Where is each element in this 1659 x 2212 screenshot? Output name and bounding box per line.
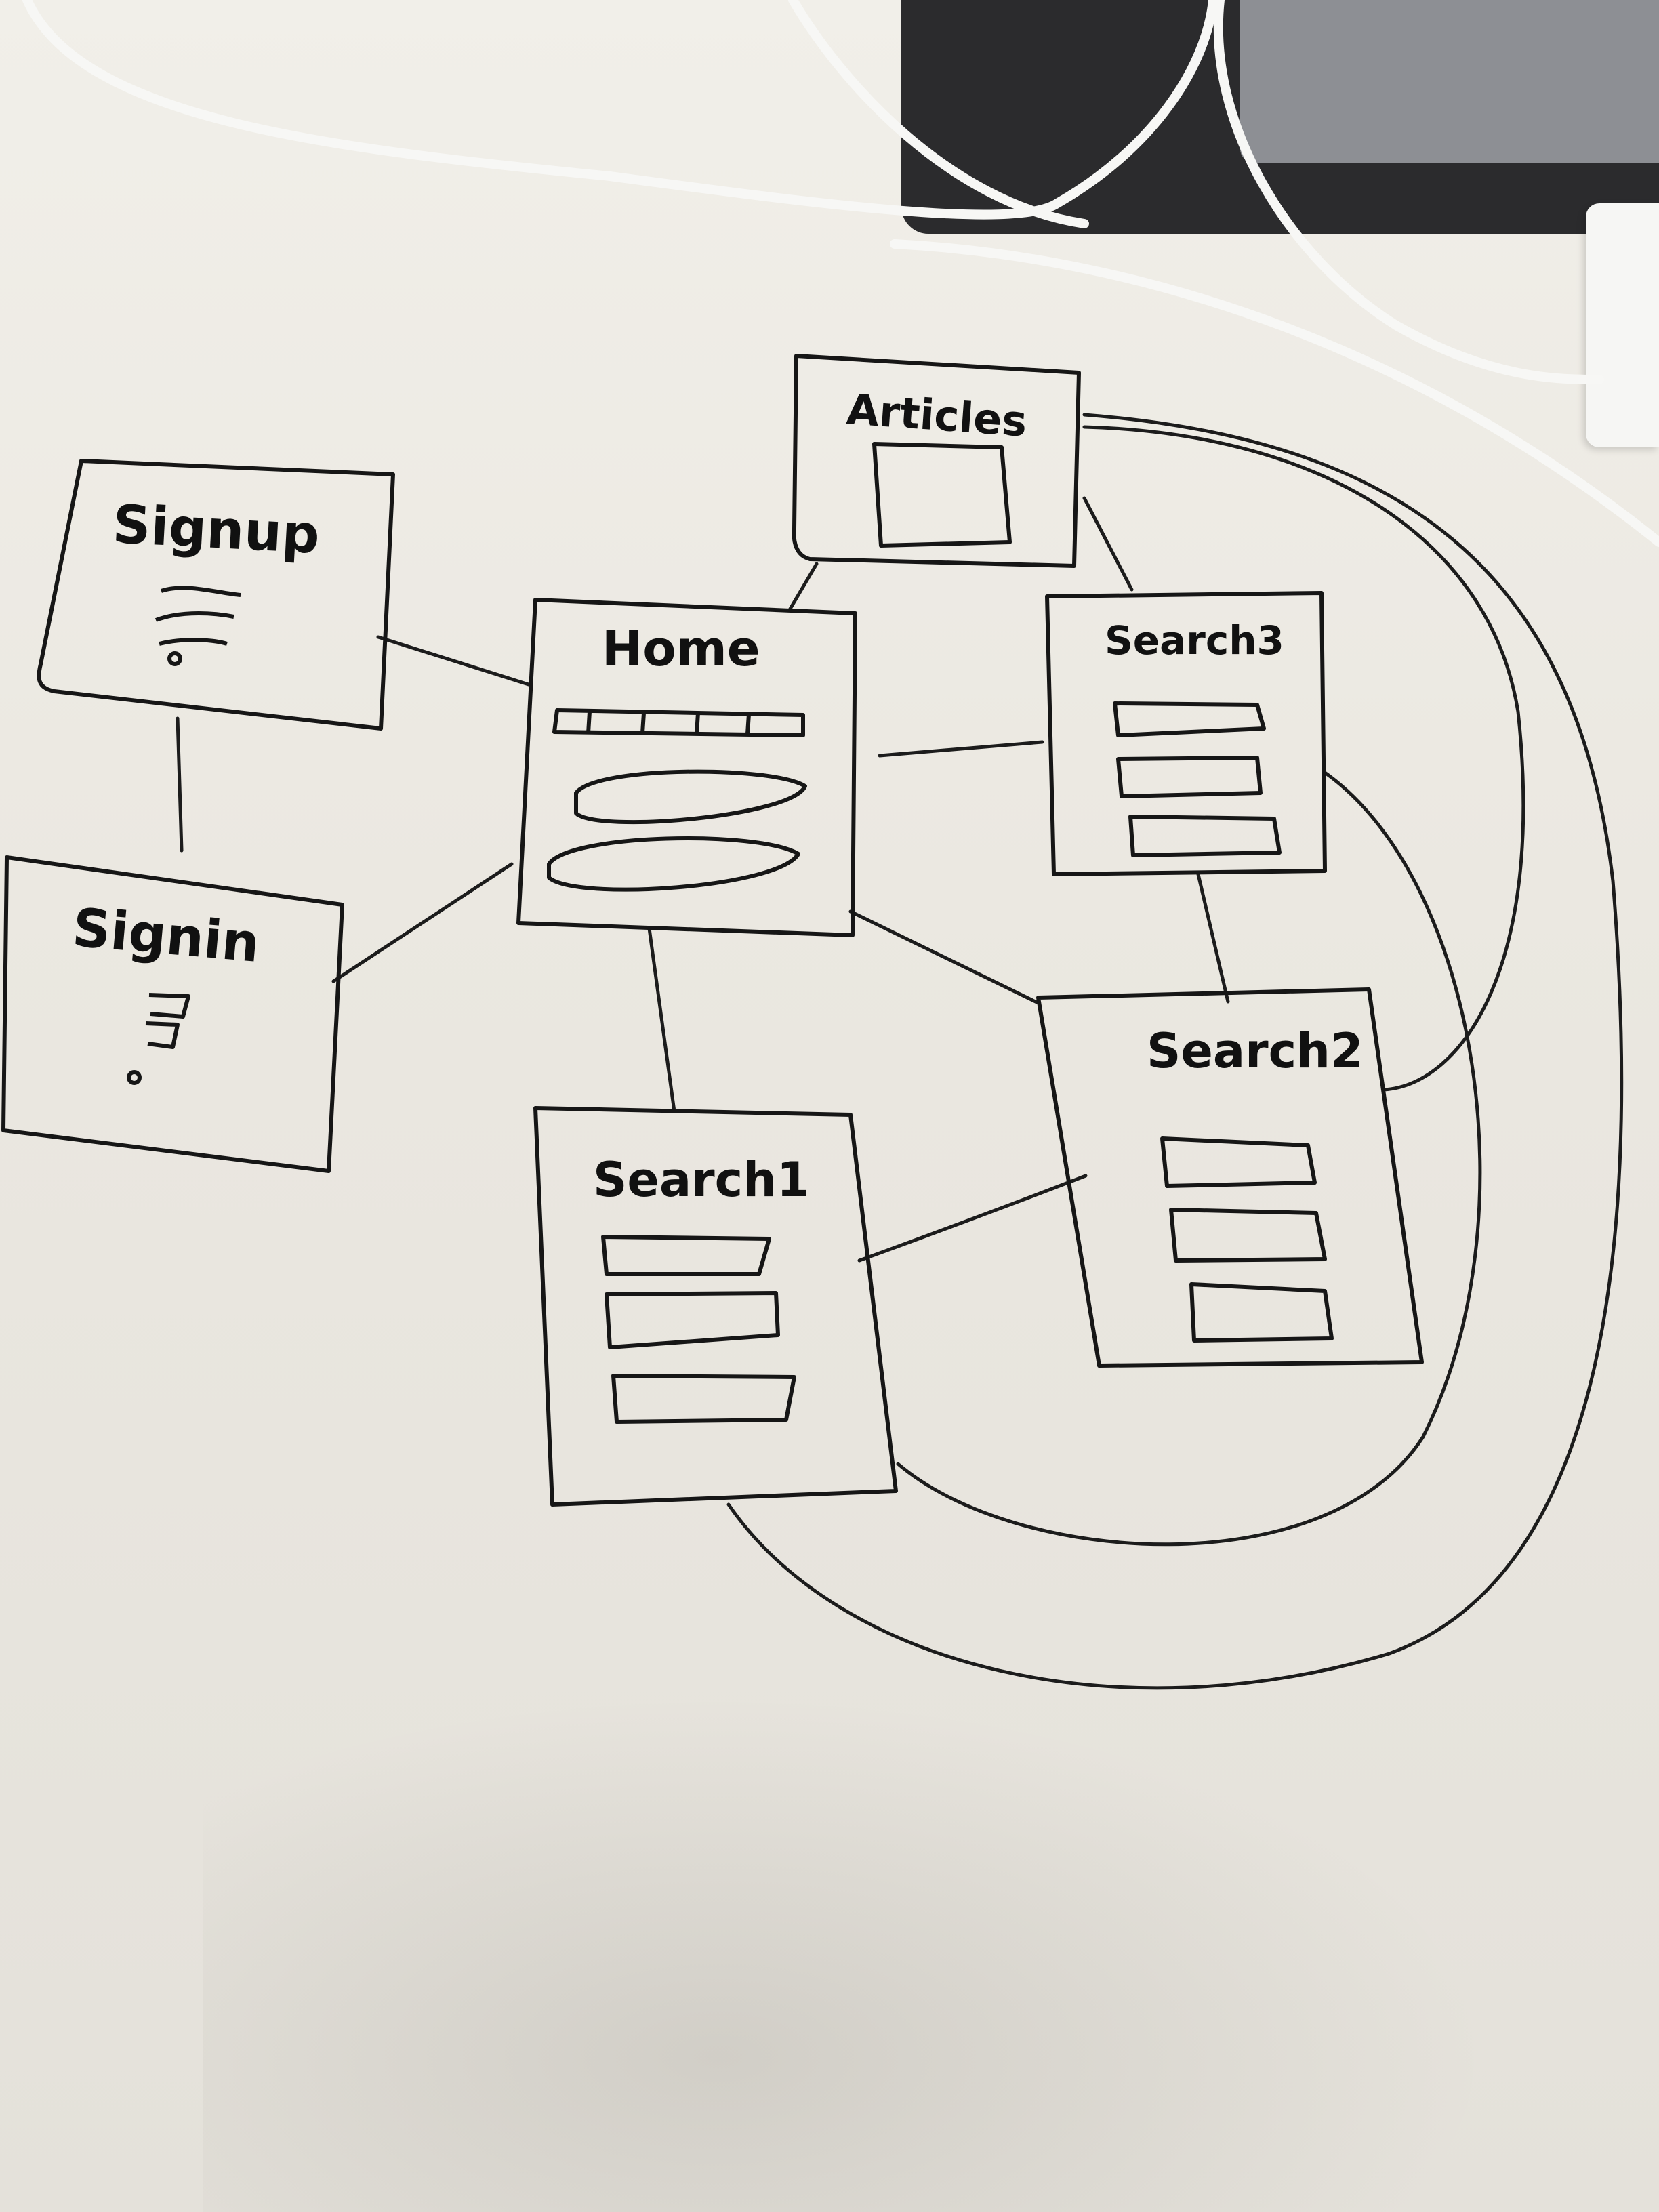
- screen-signup: [37, 459, 395, 731]
- shadow: [203, 1694, 1491, 2212]
- screen-search1: [533, 1106, 898, 1507]
- signin-title: Signin: [70, 897, 262, 975]
- home-card-1: [574, 769, 807, 825]
- screen-signin: [1, 855, 344, 1173]
- home-card-2: [547, 836, 800, 892]
- edge-home-search3: [878, 740, 1044, 758]
- screen-boxes: [1, 354, 1424, 1507]
- screen-articles: [792, 354, 1081, 568]
- screen-search2: [1036, 987, 1424, 1368]
- search3-result-3: [1128, 815, 1282, 857]
- edge-signin-home: [331, 862, 514, 983]
- search2-title: Search2: [1147, 1023, 1364, 1079]
- screen-titles: Articles Signup Signin Home Search3 Sear…: [70, 384, 1363, 1208]
- edge-search2-articles: [1082, 425, 1525, 1092]
- signup-field-2: [155, 611, 234, 622]
- edge-signup-home: [376, 635, 531, 687]
- connector-lines: [176, 413, 1624, 1690]
- edge-home-articles: [787, 562, 819, 612]
- signin-field-1: [148, 993, 190, 1019]
- search1-title: Search1: [593, 1152, 810, 1208]
- edge-search2-search1: [857, 1174, 1088, 1263]
- edge-signup-signin: [176, 716, 184, 853]
- search3-title: Search3: [1105, 617, 1284, 663]
- search1-result-2: [605, 1291, 780, 1349]
- edge-home-search1: [647, 926, 676, 1113]
- home-title: Home: [602, 620, 760, 677]
- search1-result-3: [611, 1374, 796, 1424]
- cables: [22, 0, 1659, 547]
- charger: [1586, 203, 1659, 447]
- edge-search3-articles: [1082, 496, 1134, 592]
- edge-search3-search1: [896, 771, 1482, 1547]
- signup-button: [167, 651, 182, 666]
- home-navbar: [552, 708, 805, 737]
- screen-home: [516, 598, 857, 937]
- search2-result-3: [1189, 1282, 1334, 1343]
- edge-search3-search2: [1196, 872, 1230, 1004]
- signup-field-3: [159, 638, 228, 646]
- signin-button: [127, 1070, 142, 1085]
- articles-title: Articles: [845, 384, 1029, 446]
- edge-search1-articles: [726, 413, 1624, 1690]
- signup-title: Signup: [111, 494, 321, 566]
- search2-result-2: [1169, 1208, 1327, 1263]
- signup-field-1: [161, 586, 241, 597]
- edge-home-search2: [848, 909, 1040, 1005]
- search2-result-1: [1160, 1136, 1317, 1188]
- articles-image-placeholder: [872, 442, 1012, 548]
- signin-field-2: [145, 1021, 180, 1049]
- search3-result-1: [1113, 701, 1266, 737]
- search3-result-2: [1116, 756, 1263, 798]
- screen-search3: [1045, 591, 1327, 876]
- laptop-screen: [1240, 0, 1659, 163]
- search1-result-1: [601, 1235, 771, 1276]
